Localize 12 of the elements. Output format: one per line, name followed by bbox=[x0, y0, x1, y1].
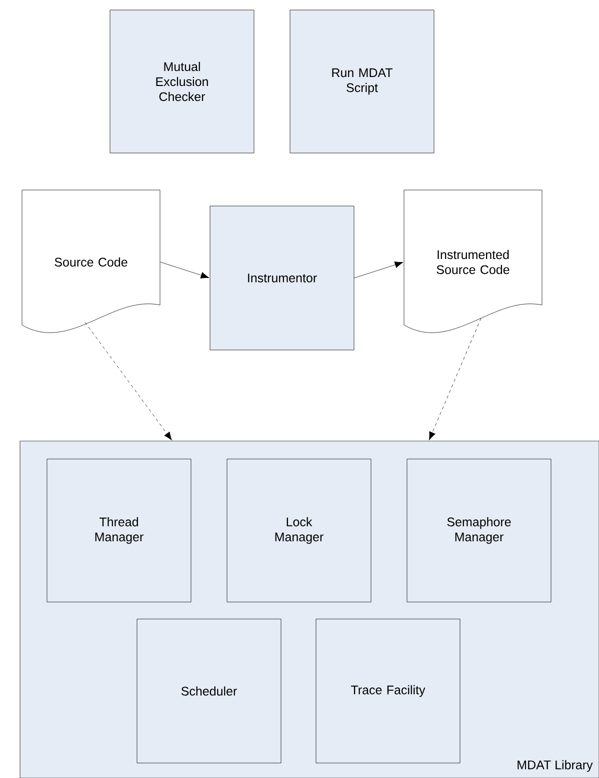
arrow bbox=[354, 262, 404, 278]
process-box: Mutual Exclusion Checker bbox=[110, 10, 254, 154]
process-box: Scheduler bbox=[136, 618, 282, 764]
process-box: Semaphore Manager bbox=[406, 458, 552, 602]
arrow bbox=[160, 262, 210, 278]
process-box: Lock Manager bbox=[226, 458, 372, 602]
arrow bbox=[428, 431, 436, 440]
process-box: Run MDAT Script bbox=[290, 10, 434, 154]
process-box: Instrumentor bbox=[210, 206, 354, 350]
arrow bbox=[164, 432, 172, 440]
process-box: Thread Manager bbox=[46, 458, 192, 602]
process-box: Trace Facility bbox=[316, 618, 460, 764]
